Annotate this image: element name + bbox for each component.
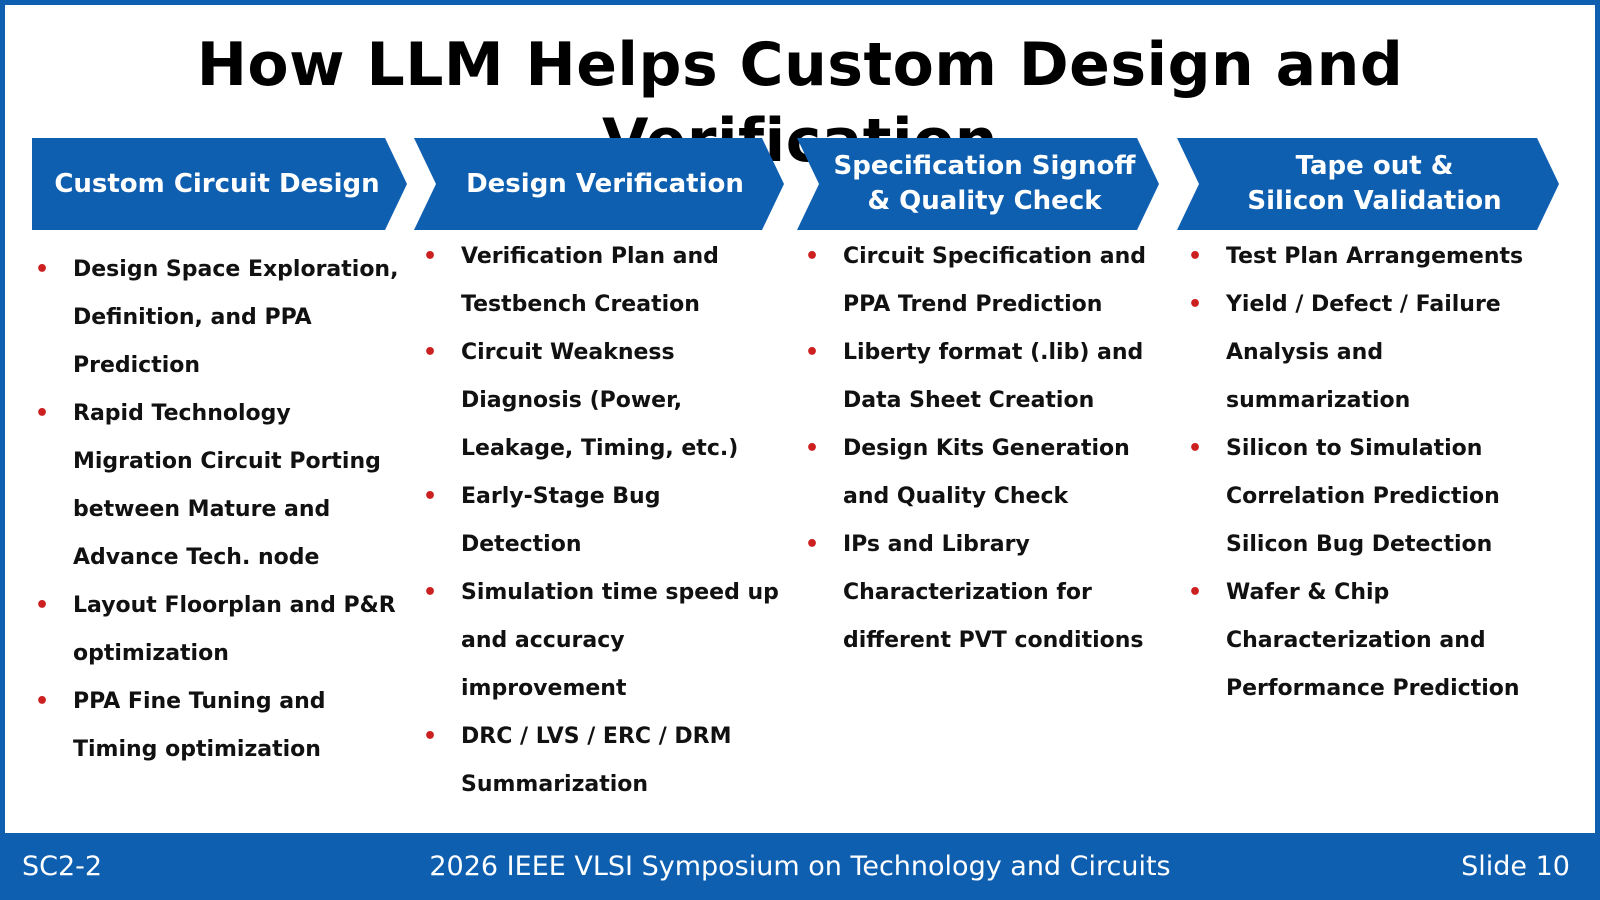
stage-1-items: •Design Space Exploration, Definition, a…	[35, 246, 405, 774]
chevron-stage-4	[1177, 138, 1559, 230]
list-item: •DRC / LVS / ERC / DRM Summarization	[423, 713, 783, 809]
process-chevrons: Custom Circuit Design Design Verificatio…	[32, 138, 1562, 230]
list-item: •Design Kits Generation and Quality Chec…	[805, 425, 1160, 521]
bullet-icon: •	[805, 244, 820, 269]
list-item: •PPA Fine Tuning and Timing optimization	[35, 678, 405, 774]
stage-header-1: Custom Circuit Design	[54, 168, 380, 199]
bullet-icon: •	[1188, 436, 1203, 461]
bullet-icon: •	[1188, 244, 1203, 269]
bullet-icon: •	[805, 532, 820, 557]
session-code: SC2-2	[22, 851, 103, 882]
list-item: •Simulation time speed up and accuracy i…	[423, 569, 783, 713]
stage-header-3: Specification Signoff & Quality Check	[833, 151, 1136, 216]
bullet-icon: •	[805, 340, 820, 365]
list-item: •IPs and Library Characterization for di…	[805, 521, 1160, 665]
stage-header-4: Tape out & Silicon Validation	[1247, 151, 1502, 216]
list-item: •Early-Stage Bug Detection	[423, 473, 783, 569]
list-item: •Yield / Defect / Failure Analysis and s…	[1188, 281, 1548, 425]
stage-header-2: Design Verification	[466, 168, 744, 199]
list-item: •Silicon to Simulation Correlation Predi…	[1188, 425, 1548, 569]
bullet-icon: •	[35, 257, 50, 282]
chevron-stage-1	[32, 138, 407, 230]
chevron-stage-3	[797, 138, 1159, 230]
bullet-icon: •	[423, 340, 438, 365]
bullet-icon: •	[423, 580, 438, 605]
list-item: •Liberty format (.lib) and Data Sheet Cr…	[805, 329, 1160, 425]
bullet-icon: •	[423, 484, 438, 509]
stage-2-items: •Verification Plan and Testbench Creatio…	[423, 233, 783, 809]
bullet-icon: •	[1188, 580, 1203, 605]
chevron-stage-2	[414, 138, 784, 230]
bullet-icon: •	[35, 401, 50, 426]
slide-number: Slide 10	[1461, 851, 1570, 882]
list-item: •Circuit Weakness Diagnosis (Power, Leak…	[423, 329, 783, 473]
list-item: •Test Plan Arrangements	[1188, 233, 1548, 281]
list-item: •Rapid Technology Migration Circuit Port…	[35, 390, 405, 582]
bullet-icon: •	[423, 724, 438, 749]
conference-name: 2026 IEEE VLSI Symposium on Technology a…	[429, 851, 1171, 882]
stage-4-items: •Test Plan Arrangements •Yield / Defect …	[1188, 233, 1548, 713]
bullet-icon: •	[35, 689, 50, 714]
footer-bar: 2026 IEEE VLSI Symposium on Technology a…	[0, 833, 1600, 900]
list-item: •Design Space Exploration, Definition, a…	[35, 246, 405, 390]
bullet-icon: •	[1188, 292, 1203, 317]
list-item: •Layout Floorplan and P&R optimization	[35, 582, 405, 678]
list-item: •Wafer & Chip Characterization and Perfo…	[1188, 569, 1548, 713]
list-item: •Circuit Specification and PPA Trend Pre…	[805, 233, 1160, 329]
chevron-shapes	[32, 138, 1559, 230]
stage-3-items: •Circuit Specification and PPA Trend Pre…	[805, 233, 1160, 665]
bullet-icon: •	[805, 436, 820, 461]
list-item: •Verification Plan and Testbench Creatio…	[423, 233, 783, 329]
bullet-icon: •	[423, 244, 438, 269]
bullet-icon: •	[35, 593, 50, 618]
